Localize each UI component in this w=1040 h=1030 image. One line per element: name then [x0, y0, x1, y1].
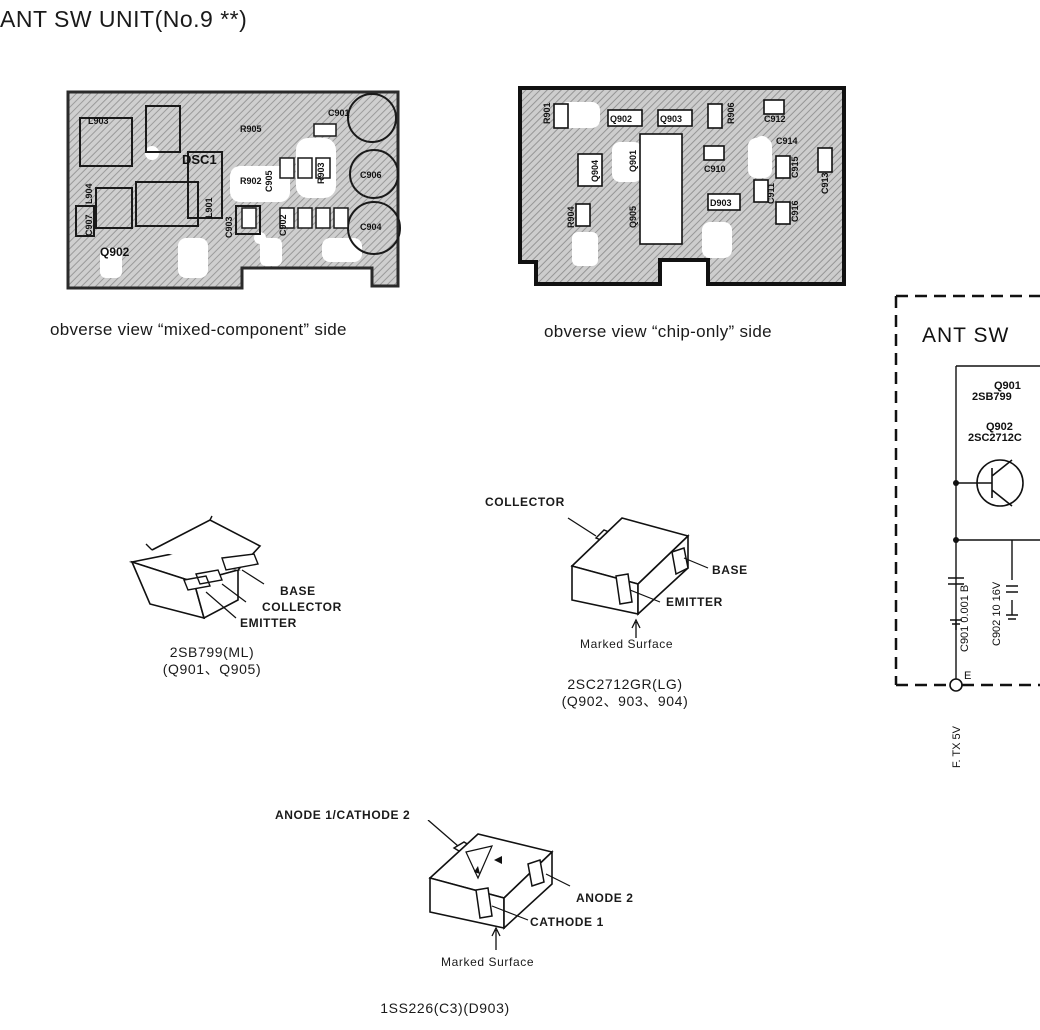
svg-text:R906: R906 [726, 102, 736, 124]
svg-text:C906: C906 [360, 170, 382, 180]
pin-anode1-cathode2: ANODE 1/CATHODE 2 [275, 808, 411, 822]
svg-text:Q904: Q904 [590, 160, 600, 182]
q901-label: Q901 [994, 380, 1021, 392]
svg-text:C907: C907 [84, 214, 94, 236]
terminal-e [949, 678, 963, 692]
pin-base: BASE [712, 563, 748, 577]
package-2sb799 [128, 515, 265, 620]
svg-text:C916: C916 [790, 200, 800, 222]
svg-text:C915: C915 [790, 156, 800, 178]
svg-text:C912: C912 [764, 114, 786, 124]
svg-text:C903: C903 [224, 216, 234, 238]
chip-q902 [607, 109, 643, 127]
svg-text:Q905: Q905 [628, 206, 638, 228]
capacitor-c905 [349, 149, 399, 199]
svg-text:R902: R902 [240, 176, 262, 186]
svg-text:C911: C911 [766, 183, 776, 204]
svg-text:C914: C914 [776, 136, 798, 146]
svg-text:R903: R903 [316, 162, 326, 184]
q901-type: 2SB799 [972, 391, 1012, 403]
part-name-2sc2712: 2SC2712GR(LG) [567, 676, 683, 692]
pcb-chip-only-side: R901 Q902 Q903 R906 C912 C914 Q901 C910 … [518, 86, 846, 286]
marked-surface-label: Marked Surface [441, 955, 535, 969]
pin-base: BASE [280, 584, 316, 598]
inductor-l903 [79, 117, 133, 167]
capacitor-c901 [347, 93, 397, 143]
pin-anode2: ANODE 2 [576, 891, 634, 905]
svg-text:R905: R905 [240, 124, 262, 134]
pin-collector: COLLECTOR [262, 600, 342, 614]
svg-text:R904: R904 [566, 206, 576, 228]
svg-text:DSC1: DSC1 [182, 152, 217, 167]
chip-r901 [553, 103, 569, 129]
chip-side-caption: obverse view “chip-only” side [544, 322, 772, 341]
svg-text:C902: C902 [278, 214, 288, 236]
chip-q903 [657, 109, 693, 127]
svg-text:Q902: Q902 [610, 114, 632, 124]
svg-text:C905: C905 [264, 170, 274, 192]
svg-text:C901: C901 [328, 108, 350, 118]
c901-label: C901 0.001 B [959, 585, 971, 652]
svg-text:L903: L903 [88, 116, 109, 126]
package-1ss226 [427, 820, 571, 950]
svg-text:Q903: Q903 [660, 114, 682, 124]
ant-sw-schematic: ANT SW Q901 2SB799 Q902 2SC2712C C901 0.… [894, 294, 1040, 768]
q902-type: 2SC2712C [968, 432, 1022, 444]
q902-label: Q902 [986, 421, 1013, 433]
svg-text:D903: D903 [710, 198, 732, 208]
part-refs-2sc2712: (Q902、903、904) [561, 693, 689, 709]
terminal-label: E [964, 670, 971, 682]
mixed-side-caption: obverse view “mixed-component” side [50, 320, 347, 339]
schematic-title: ANT SW [922, 324, 1009, 347]
package-2sc2712 [567, 517, 709, 638]
part-refs-2sb799: (Q901、Q905) [162, 661, 262, 677]
svg-text:C910: C910 [704, 164, 726, 174]
pcb-mixed-component-side: L903 R905 C901 DSC1 R902 C905 R903 C906 … [66, 90, 401, 290]
svg-text:L901: L901 [204, 197, 214, 218]
svg-text:C913: C913 [820, 172, 830, 194]
pin-emitter: EMITTER [240, 616, 297, 630]
c902-label: C902 10 16V [991, 581, 1003, 646]
svg-text:Q902: Q902 [100, 245, 130, 259]
part-name-1ss226: 1SS226(C3)(D903) [380, 1000, 510, 1016]
svg-text:R901: R901 [542, 102, 552, 124]
marked-surface-label: Marked Surface [580, 637, 674, 651]
pin-collector: COLLECTOR [485, 495, 565, 509]
pin-emitter: EMITTER [666, 595, 723, 609]
chip-r906 [707, 103, 723, 129]
net-label: F. TX 5V [951, 725, 963, 768]
svg-text:C904: C904 [360, 222, 382, 232]
svg-text:Q901: Q901 [628, 150, 638, 172]
part-name-2sb799: 2SB799(ML) [169, 644, 255, 660]
pin-cathode1: CATHODE 1 [530, 915, 604, 929]
svg-text:L904: L904 [84, 183, 94, 204]
page-title: ANT SW UNIT(No.9 **) [0, 6, 248, 32]
